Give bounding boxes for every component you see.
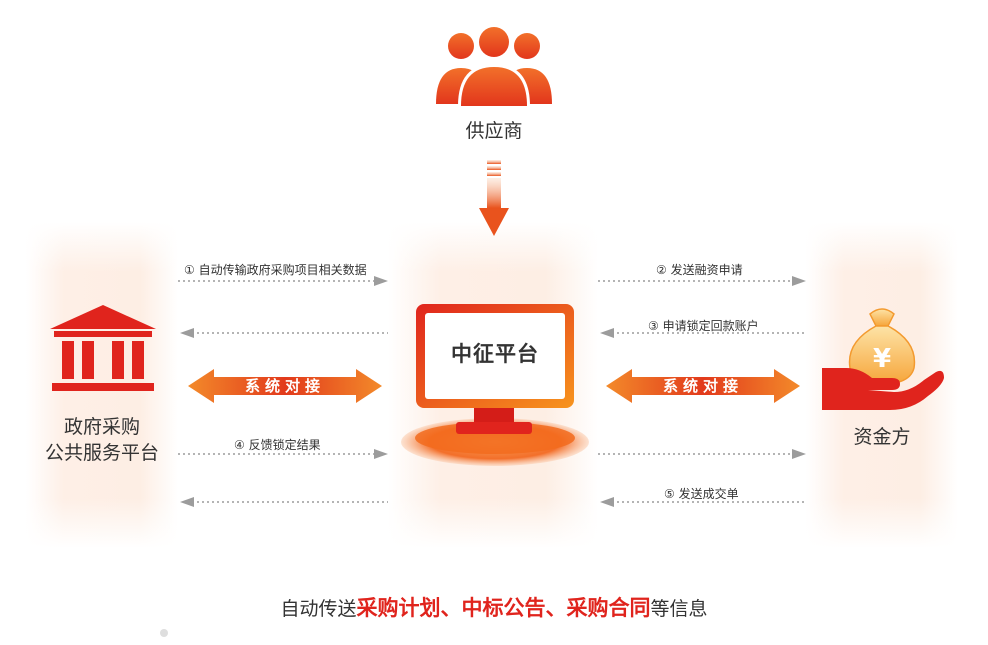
hand-money-bag-icon: ¥	[822, 308, 944, 410]
arrow-center-to-gov-1	[180, 328, 388, 338]
people-group-icon	[436, 25, 552, 106]
bottom-caption-prefix: 自动传送	[280, 598, 357, 620]
decorative-dot	[160, 629, 168, 637]
step-5-label: ⑤ 发送成交单	[664, 487, 739, 501]
arrow-gov-to-center-2	[178, 449, 388, 459]
step-2-label: ② 发送融资申请	[656, 263, 743, 277]
arrow-gov-to-center-1	[178, 276, 388, 286]
connector-left-arrow	[188, 369, 382, 403]
gov-label-line2: 公共服务平台	[44, 442, 159, 464]
bottom-caption: 自动传送采购计划、中标公告、采购合同等信息	[0, 592, 988, 622]
gov-label-line1: 政府采购	[63, 416, 140, 438]
connector-right-label: 系统对接	[662, 377, 743, 395]
supplier-label: 供应商	[465, 120, 523, 142]
government-building-icon	[50, 305, 156, 391]
bottom-caption-suffix: 等信息	[650, 598, 708, 620]
gov-label: 政府采购 公共服务平台	[26, 414, 178, 466]
step-3-label: ③ 申请锁定回款账户	[648, 319, 759, 333]
arrow-fund-to-center-2	[600, 497, 806, 507]
connector-left-label: 系统对接	[244, 377, 325, 395]
connector-right-arrow	[606, 369, 800, 403]
bottom-caption-highlight: 采购计划、中标公告、采购合同	[356, 596, 651, 620]
arrow-fund-to-center-1	[600, 328, 806, 338]
down-arrow-icon	[479, 160, 509, 236]
arrow-center-to-fund-2	[598, 449, 806, 459]
center-column-bg	[388, 222, 598, 548]
currency-symbol: ¥	[873, 344, 891, 374]
fund-label: 资金方	[853, 426, 911, 448]
arrow-center-to-gov-2	[180, 497, 388, 507]
center-label: 中征平台	[451, 342, 539, 366]
monitor-icon	[401, 304, 589, 466]
arrow-center-to-fund-1	[598, 276, 806, 286]
step-4-label: ④ 反馈锁定结果	[234, 438, 321, 452]
step-1-label: ① 自动传输政府采购项目相关数据	[184, 263, 367, 277]
